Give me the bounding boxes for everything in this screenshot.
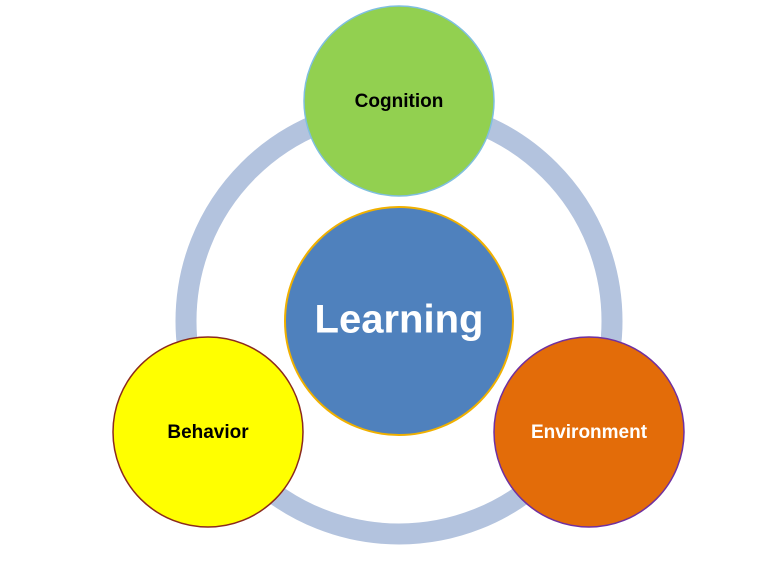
environment-label: Environment — [531, 422, 648, 443]
environment-circle — [493, 336, 685, 528]
center-label: Learning — [315, 298, 484, 342]
behavior-label: Behavior — [167, 422, 249, 443]
center-circle — [284, 206, 514, 436]
behavior-circle — [112, 336, 304, 528]
cognition-circle — [303, 5, 495, 197]
center-node-learning: Learning — [284, 206, 514, 436]
node-environment: Environment — [493, 336, 685, 528]
node-behavior: Behavior — [112, 336, 304, 528]
cognition-label: Cognition — [355, 91, 444, 112]
node-cognition: Cognition — [303, 5, 495, 197]
